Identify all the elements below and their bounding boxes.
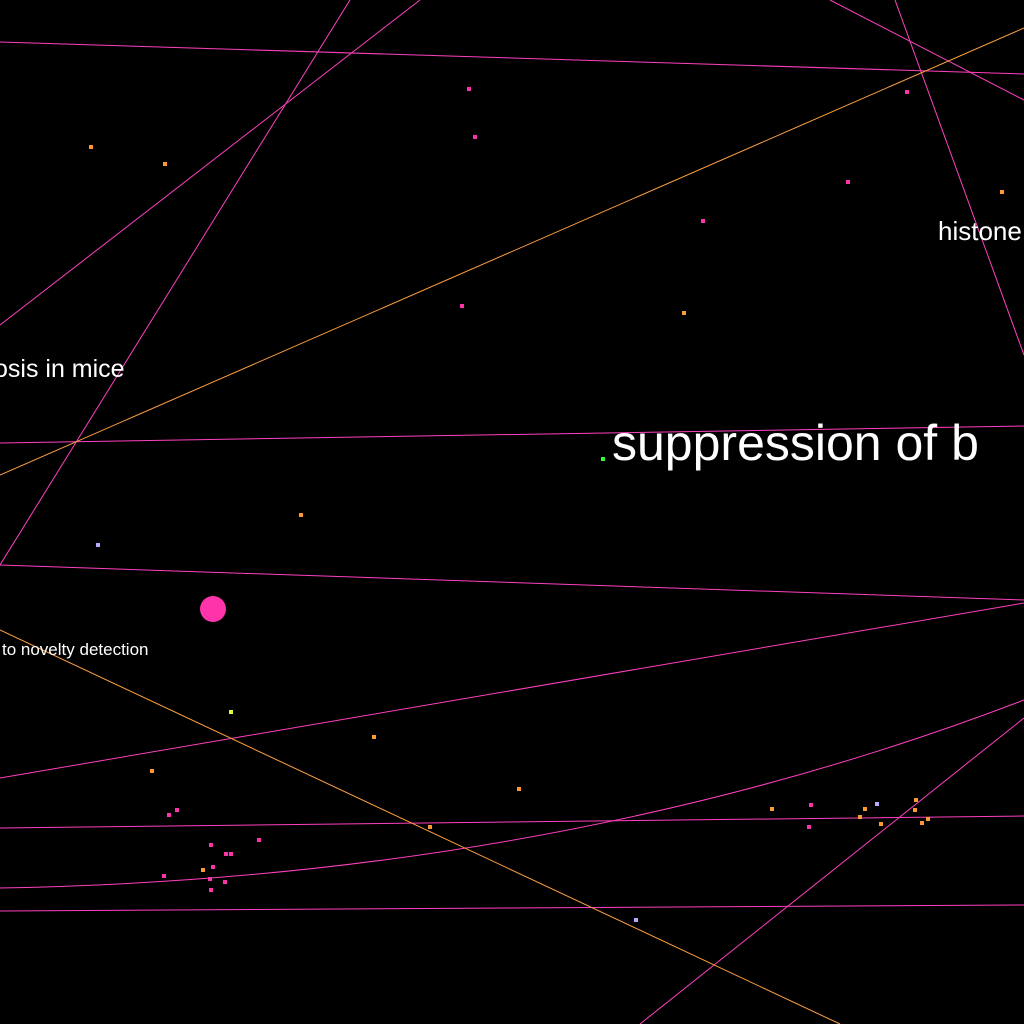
graph-edge-10: [639, 717, 1024, 1024]
graph-edge-5: [0, 815, 1024, 829]
graph-node-35[interactable]: [863, 807, 867, 811]
graph-node-12[interactable]: [96, 543, 100, 547]
graph-node-37[interactable]: [858, 815, 862, 819]
graph-node-9[interactable]: [1000, 190, 1004, 194]
graph-node-5[interactable]: [701, 219, 705, 223]
graph-node-1[interactable]: [467, 87, 471, 91]
graph-node-18[interactable]: [428, 825, 432, 829]
graph-node-6[interactable]: [460, 304, 464, 308]
graph-node-34[interactable]: [807, 825, 811, 829]
graph-node-10[interactable]: [682, 311, 686, 315]
graph-node-42[interactable]: [920, 821, 924, 825]
graph-edge-8: [0, 0, 421, 326]
graph-node-26[interactable]: [201, 868, 205, 872]
graph-node-11[interactable]: [299, 513, 303, 517]
graph-node-27[interactable]: [211, 865, 215, 869]
graph-node-7[interactable]: [89, 145, 93, 149]
graph-node-23[interactable]: [209, 843, 213, 847]
graph-edge-1: [0, 41, 1024, 75]
graph-edge-6: [0, 904, 1024, 912]
graph-node-large[interactable]: [200, 596, 226, 622]
graph-node-16[interactable]: [150, 769, 154, 773]
node-label-novelty-detection: to novelty detection: [2, 640, 149, 659]
graph-node-41[interactable]: [926, 817, 930, 821]
graph-node-3[interactable]: [905, 90, 909, 94]
graph-node-30[interactable]: [223, 880, 227, 884]
graph-edge-3: [0, 564, 1024, 601]
graph-edge-13: [0, 27, 1024, 476]
graph-node-33[interactable]: [809, 803, 813, 807]
node-label-histone: histone: [938, 216, 1022, 246]
graph-node-2[interactable]: [473, 135, 477, 139]
graph-node-40[interactable]: [913, 808, 917, 812]
graph-node-28[interactable]: [162, 874, 166, 878]
graph-node-13[interactable]: [601, 457, 605, 461]
graph-edge-9: [0, 0, 351, 566]
graph-edge-14: [0, 629, 841, 1024]
node-label-suppression: suppression of b: [612, 415, 979, 471]
graph-node-25[interactable]: [229, 852, 233, 856]
graph-node-8[interactable]: [163, 162, 167, 166]
node-label-mice: osis in mice: [0, 355, 125, 383]
graph-edge-11: [829, 0, 1024, 101]
graph-edge-12: [894, 0, 1024, 356]
graph-node-24[interactable]: [224, 852, 228, 856]
graph-node-39[interactable]: [914, 798, 918, 802]
graph-edge-2: [0, 425, 1024, 444]
graph-node-36[interactable]: [875, 802, 879, 806]
graph-node-22[interactable]: [257, 838, 261, 842]
graph-node-32[interactable]: [770, 807, 774, 811]
graph-node-19[interactable]: [634, 918, 638, 922]
graph-node-21[interactable]: [167, 813, 171, 817]
graph-node-20[interactable]: [175, 808, 179, 812]
graph-node-4[interactable]: [846, 180, 850, 184]
graph-node-14[interactable]: [229, 710, 233, 714]
graph-node-17[interactable]: [517, 787, 521, 791]
graph-node-38[interactable]: [879, 822, 883, 826]
graph-node-15[interactable]: [372, 735, 376, 739]
graph-edge-4: [0, 602, 1024, 779]
graph-node-31[interactable]: [209, 888, 213, 892]
graph-node-29[interactable]: [208, 877, 212, 881]
graph-edge-7: [0, 699, 1024, 889]
